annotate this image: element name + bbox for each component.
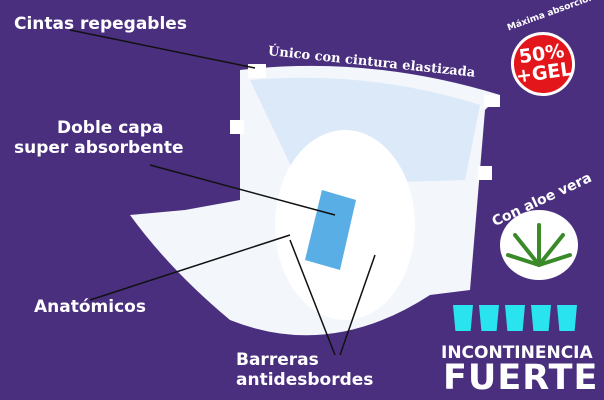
label-layer-1: Doble capa bbox=[57, 118, 164, 138]
cup-icon bbox=[531, 305, 551, 331]
cup-icon bbox=[505, 305, 525, 331]
absorbency-level-cups bbox=[453, 305, 577, 331]
label-barriers-2: antidesbordes bbox=[236, 370, 374, 390]
level-line2: FUERTE bbox=[443, 358, 599, 398]
label-tabs: Cintas repegables bbox=[14, 14, 187, 34]
badge-line2: +GEL bbox=[514, 58, 574, 88]
level-line1: INCONTINENCIA bbox=[441, 343, 593, 363]
cup-icon bbox=[479, 305, 499, 331]
aloe-icon bbox=[500, 210, 578, 280]
label-barriers-1: Barreras bbox=[236, 350, 319, 370]
cup-icon bbox=[557, 305, 577, 331]
cup-icon bbox=[453, 305, 473, 331]
label-layer-2: super absorbente bbox=[14, 138, 184, 158]
label-anatomic: Anatómicos bbox=[34, 297, 146, 317]
